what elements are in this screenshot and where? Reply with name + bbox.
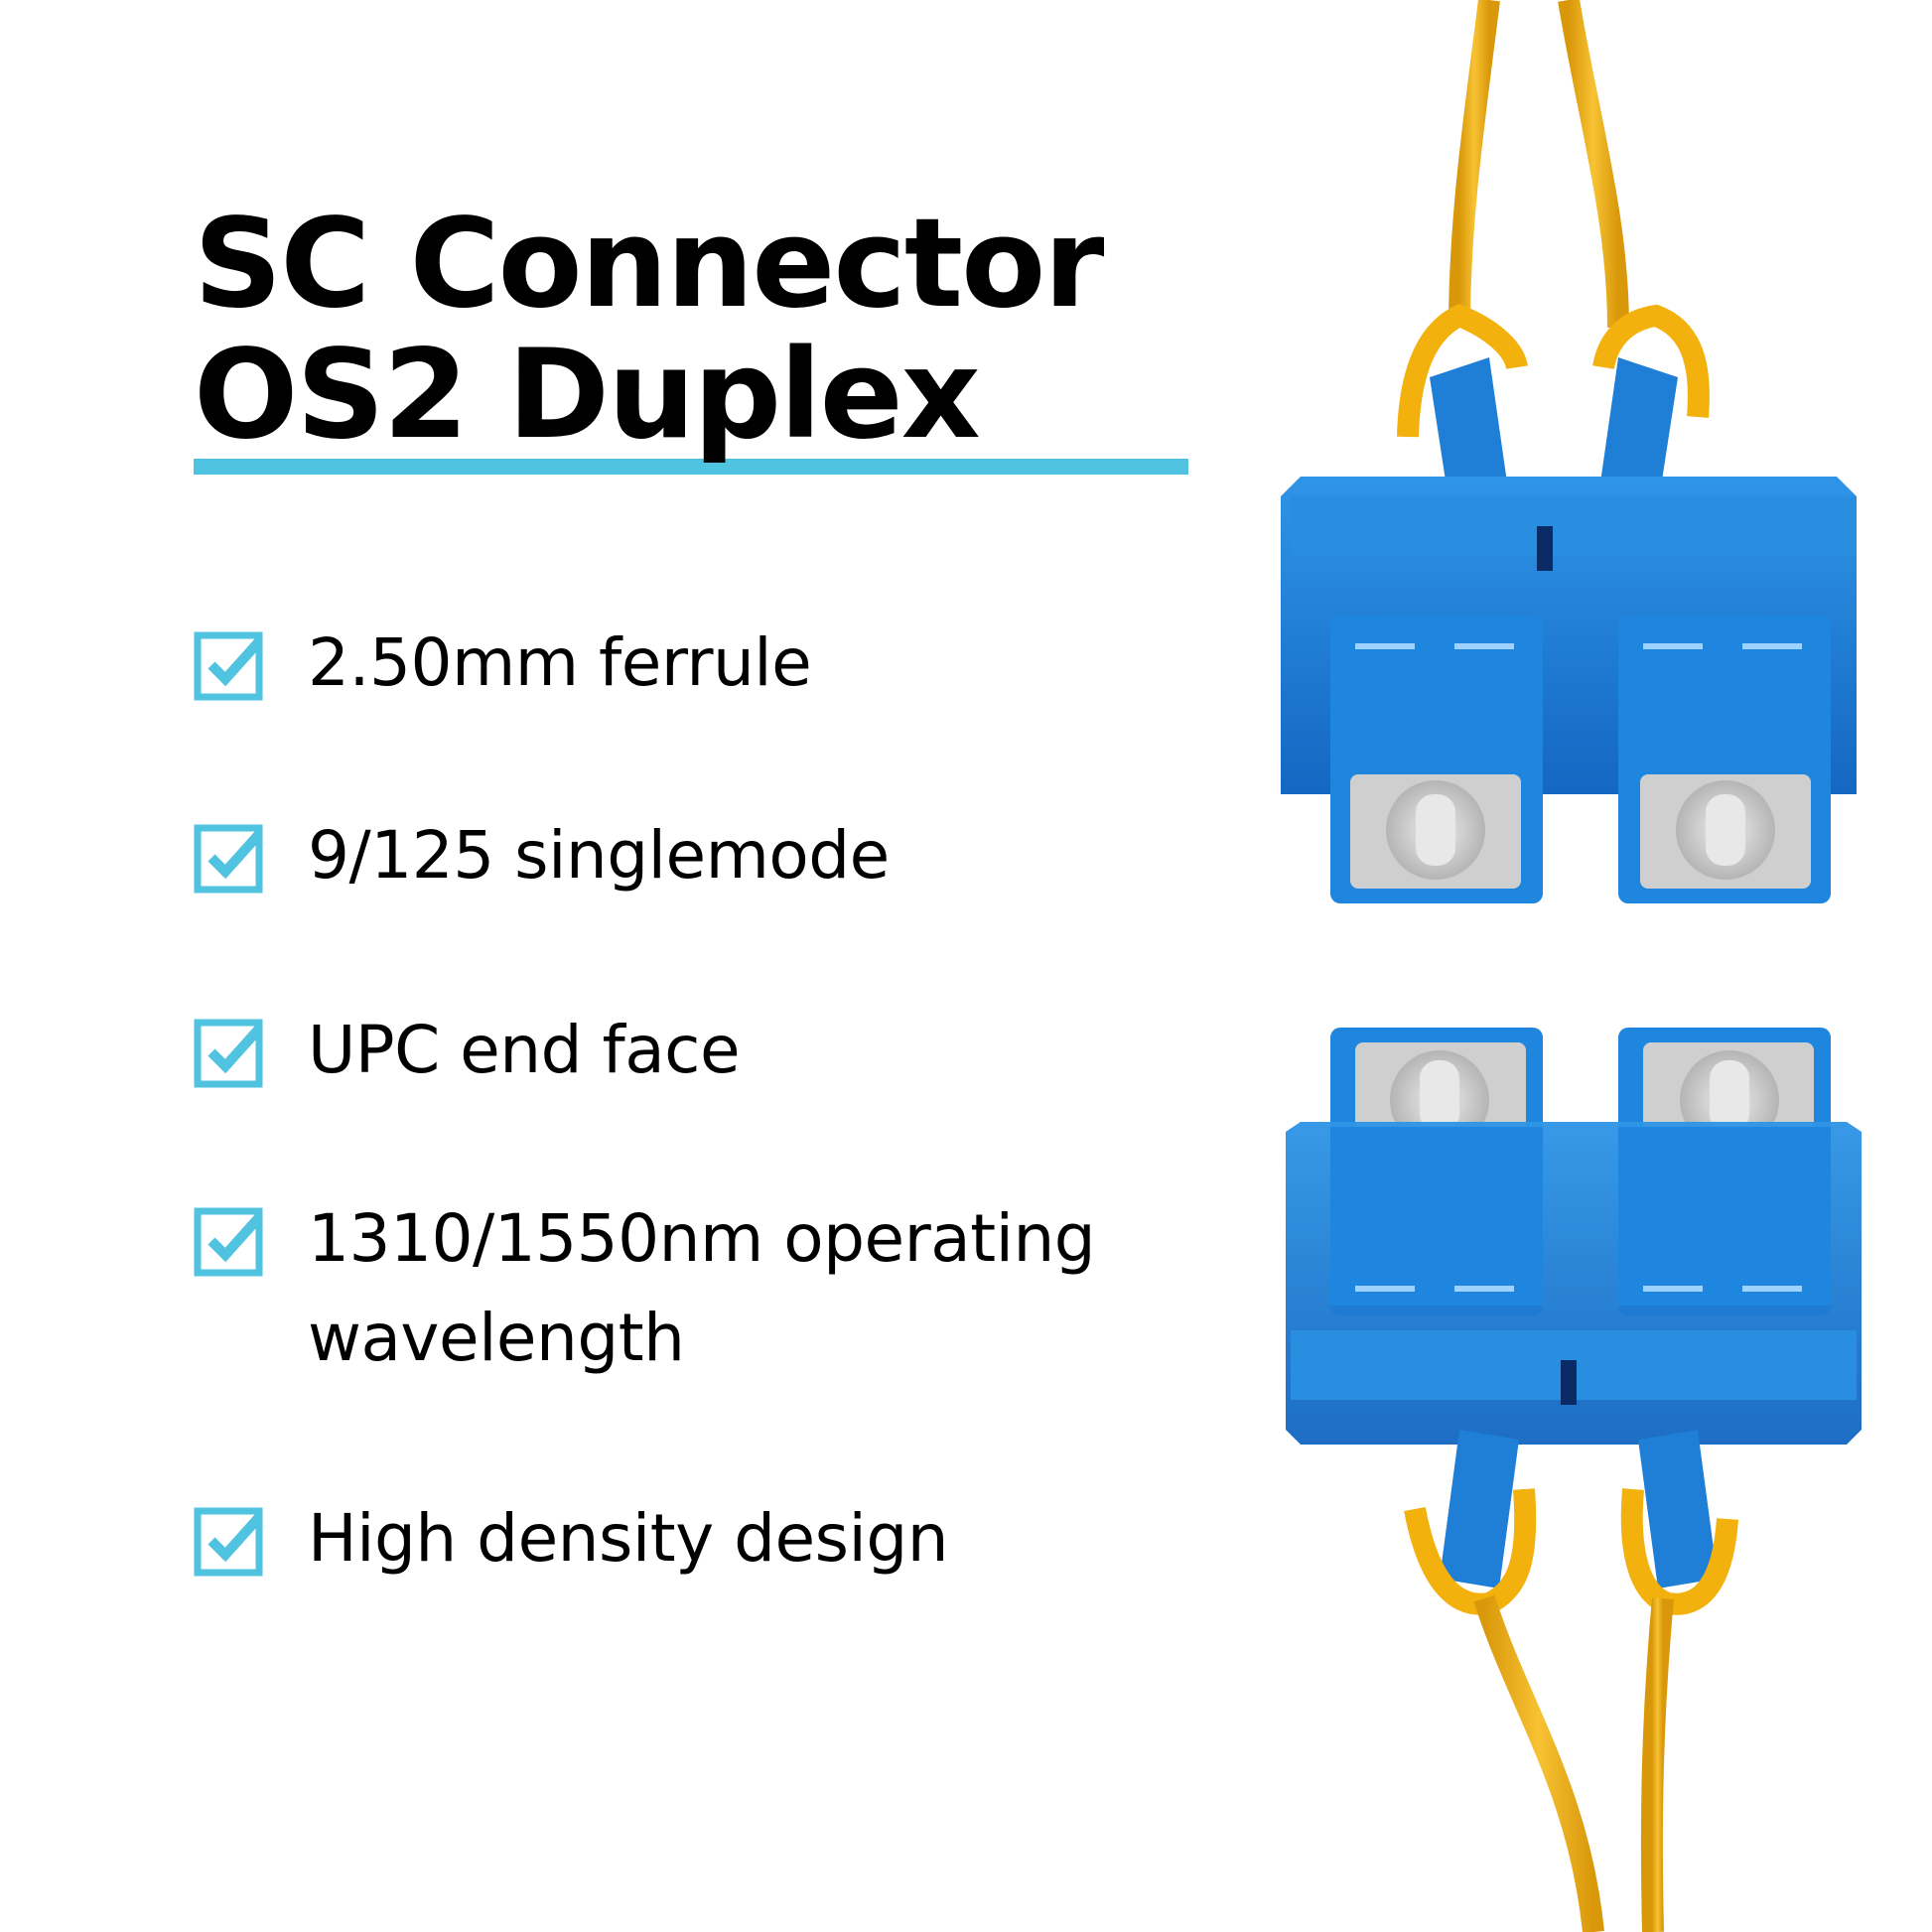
feature-item: UPC end face — [194, 1012, 741, 1100]
feature-text-line-2: wavelength — [308, 1300, 685, 1376]
bottom-cables — [1404, 1430, 1738, 1932]
checkbox-checked-icon — [194, 1507, 263, 1577]
feature-text: High density design — [308, 1500, 949, 1577]
feature-item: 9/125 singlemode — [194, 817, 890, 905]
feature-item: 1310/1550nm operating wavelength — [194, 1200, 1096, 1388]
feature-text: 2.50mm ferrule — [308, 624, 812, 701]
bottom-connector — [1286, 1028, 1862, 1445]
checkbox-checked-icon — [194, 1207, 263, 1277]
feature-list: 2.50mm ferrule 9/125 singlemode UPC end … — [194, 0, 1186, 1932]
checkbox-checked-icon — [194, 631, 263, 701]
feature-item: 2.50mm ferrule — [194, 624, 812, 713]
checkbox-checked-icon — [194, 824, 263, 894]
checkbox-checked-icon — [194, 1019, 263, 1088]
feature-text-line-1: 1310/1550nm operating — [308, 1200, 1096, 1277]
feature-text: UPC end face — [308, 1012, 741, 1088]
feature-item: High density design — [194, 1500, 949, 1588]
title-block: SC Connector OS2 Duplex — [194, 193, 1196, 475]
title-line-1: SC Connector — [194, 193, 1104, 336]
title-line-2: OS2 Duplex — [194, 324, 981, 467]
connector-photo — [1281, 0, 1862, 1932]
feature-text: 1310/1550nm operating wavelength — [308, 1189, 1096, 1388]
feature-text: 9/125 singlemode — [308, 817, 890, 894]
top-cables — [1397, 0, 1710, 506]
top-connector — [1281, 477, 1857, 903]
title-underline — [194, 459, 1188, 475]
